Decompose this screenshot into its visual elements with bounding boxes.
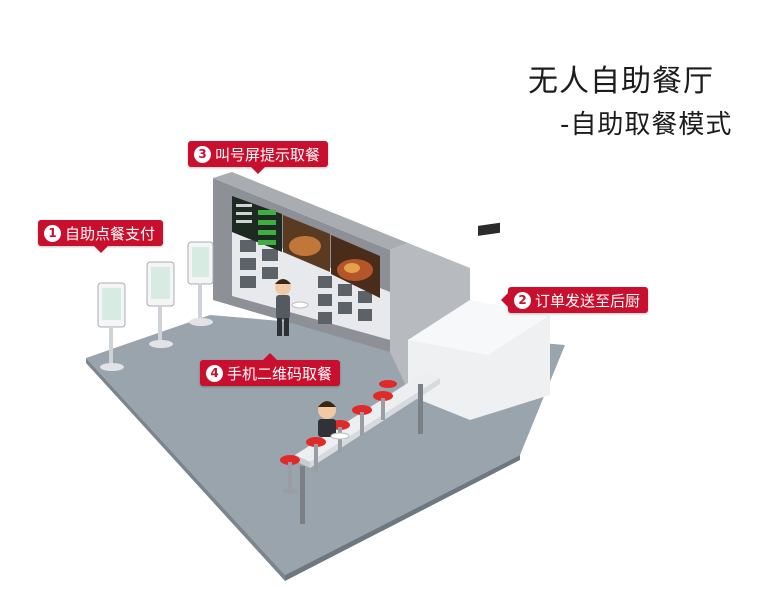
kiosk (146, 261, 175, 348)
calling-screens (232, 196, 380, 298)
page-subtitle: -自助取餐模式 (560, 110, 733, 140)
stools (280, 380, 397, 494)
dining-counter (295, 372, 440, 524)
kitchen-wall-top (213, 172, 408, 250)
page-title: 无人自助餐厅 (528, 64, 714, 99)
staff-person (275, 279, 309, 336)
step-number-badge: 1 (44, 224, 61, 242)
kitchen-counter-top (408, 300, 550, 355)
kiosk (187, 241, 214, 326)
callout-calling-screen: 3 叫号屏提示取餐 (188, 141, 329, 174)
callout-self-order-payment: 1 自助点餐支付 (38, 220, 164, 253)
floor-edge (86, 358, 285, 581)
kiosks (97, 241, 214, 371)
step-number-badge: 4 (206, 364, 223, 382)
diner-person (318, 401, 350, 440)
callout-label: 自助点餐支付 (65, 224, 156, 243)
step-number-badge: 2 (514, 291, 531, 309)
floor-edge-right (285, 455, 520, 581)
pickup-lockers (232, 228, 390, 340)
callout-order-to-kitchen: 2 订单发送至后厨 (500, 287, 649, 313)
order-printer (478, 222, 500, 236)
callout-label: 手机二维码取餐 (227, 364, 333, 383)
callout-qr-pickup: 4 手机二维码取餐 (200, 353, 341, 386)
kiosk (97, 282, 126, 371)
callout-label: 订单发送至后厨 (535, 291, 641, 310)
callout-label: 叫号屏提示取餐 (215, 145, 321, 164)
step-number-badge: 3 (194, 145, 211, 163)
